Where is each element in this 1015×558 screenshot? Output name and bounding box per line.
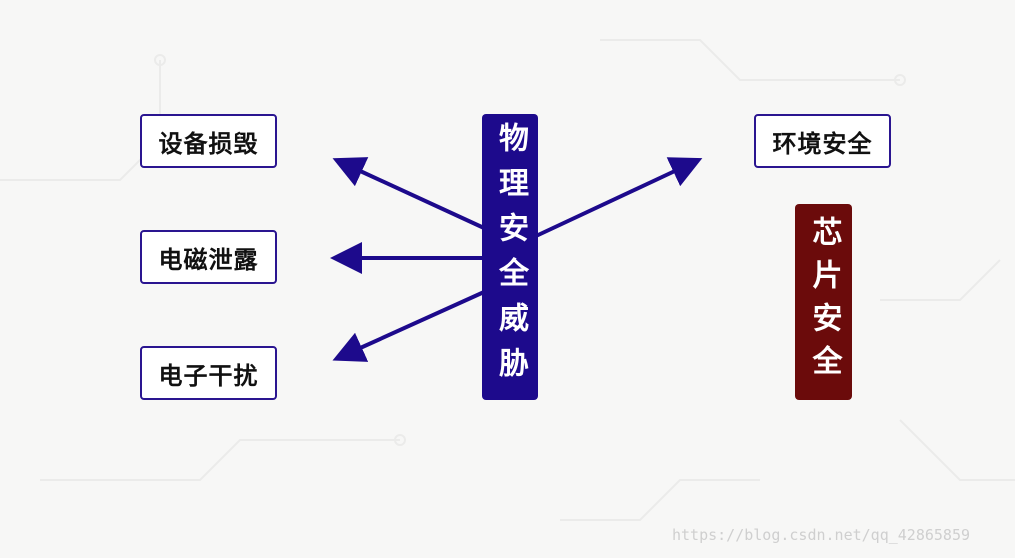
physical-threat-box: 物理安全威胁 [482,114,538,400]
arrows [330,157,703,362]
em-interference-box: 电子干扰 [140,346,277,400]
chip-security-label: 芯片安全 [806,216,842,388]
environment-security-box: 环境安全 [754,114,891,168]
em-leak-box: 电磁泄露 [140,230,277,284]
watermark: https://blog.csdn.net/qq_42865859 [672,526,971,544]
device-damage-box: 设备损毁 [140,114,277,168]
physical-threat-label: 物理安全威胁 [493,122,528,392]
arrow-to-device-damage [332,157,485,230]
chip-security-box: 芯片安全 [795,204,852,400]
arrow-to-em-interference [332,290,485,362]
arrow-to-environment [535,157,703,238]
